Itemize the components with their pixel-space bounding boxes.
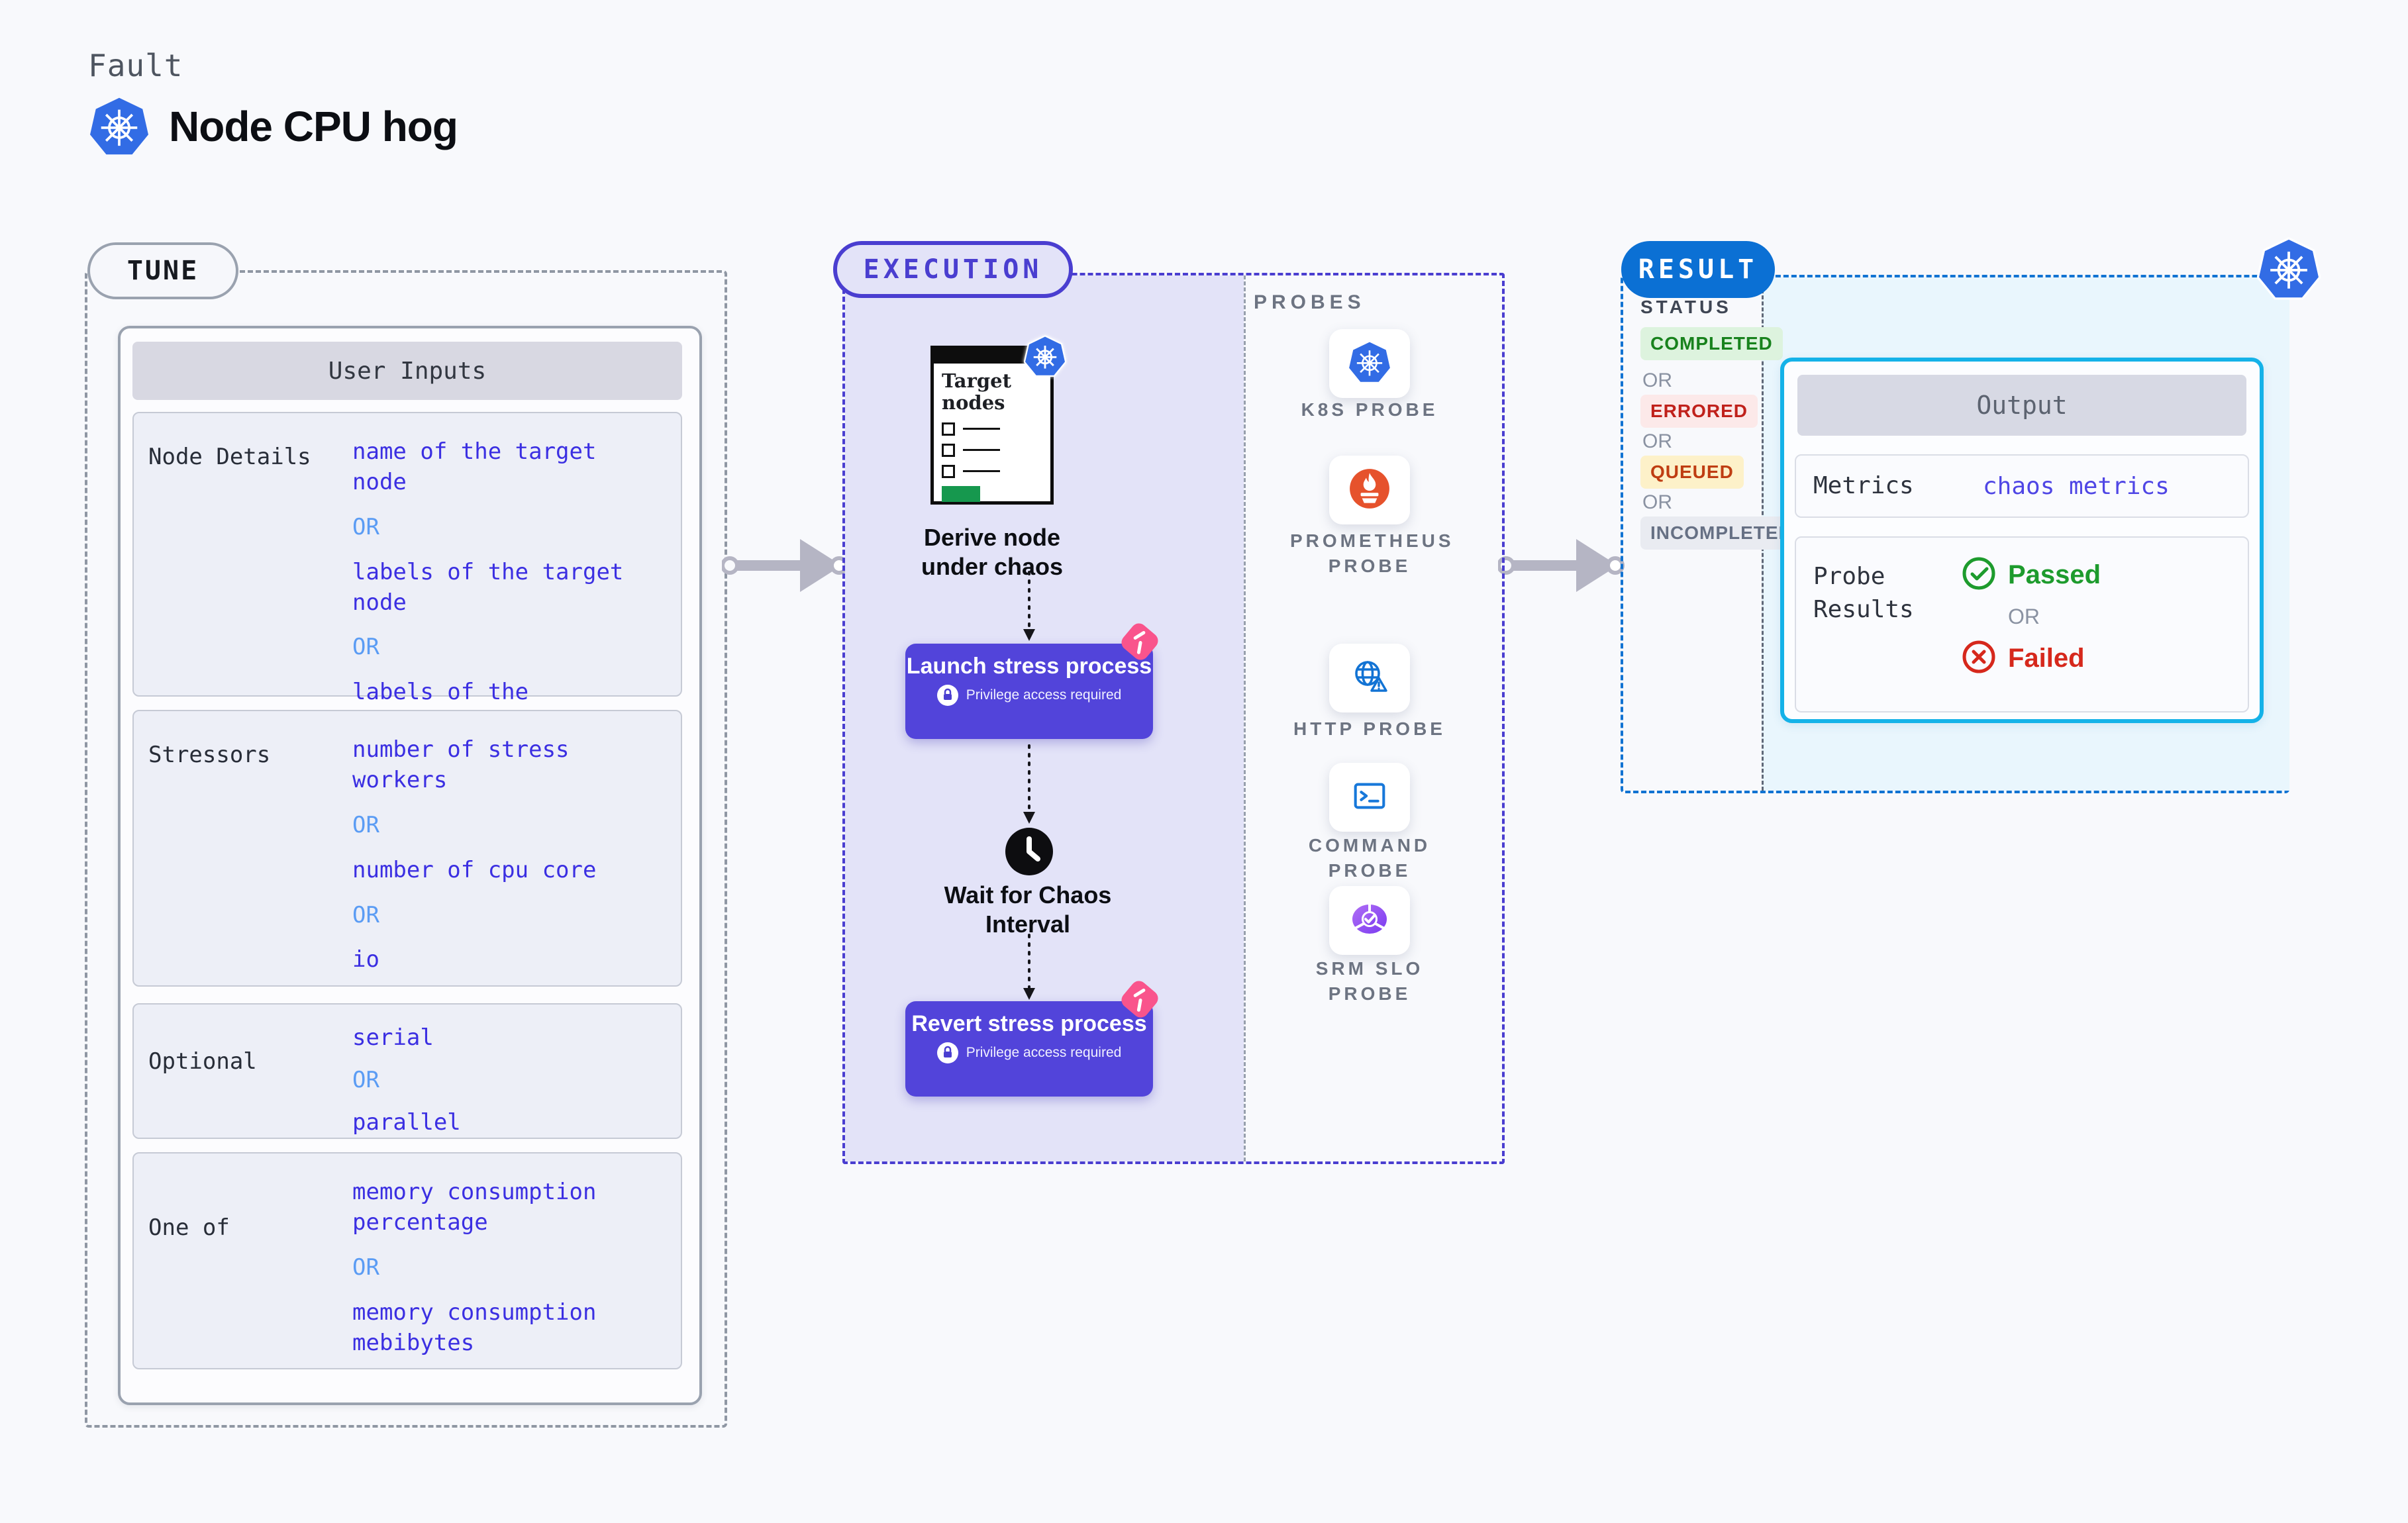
row-value: number of stress workers: [352, 736, 570, 793]
row-label: Optional: [148, 1048, 257, 1075]
execution-badge: EXECUTION: [833, 241, 1073, 298]
selected-node-bar: [942, 485, 980, 502]
tune-row-stressors: Stressors number of stress workers OR nu…: [132, 710, 682, 987]
failed-label: Failed: [2008, 644, 2085, 673]
user-inputs-title: User Inputs: [132, 342, 682, 400]
status-badge-errored: ERRORED: [1640, 395, 1758, 428]
output-card: Output Metrics chaos metrics Probe Resul…: [1780, 358, 2264, 723]
metrics-row: Metrics chaos metrics: [1795, 454, 2249, 518]
row-value: parallel: [352, 1108, 461, 1136]
metrics-value-link[interactable]: chaos metrics: [1983, 472, 2170, 500]
launch-stress-process-step: Launch stress process Privilege access r…: [905, 644, 1153, 739]
clock-icon: [1004, 826, 1054, 880]
probe-label: PROMETHEUS PROBE: [1290, 530, 1454, 576]
or-label: OR: [1642, 430, 1672, 452]
srm-slo-icon: [1348, 898, 1391, 944]
target-nodes-title: Target nodes: [942, 369, 1011, 415]
wait-chaos-interval-label: Wait for Chaos Interval: [944, 881, 1112, 938]
node-list-item: [942, 422, 1042, 436]
or-label: OR: [352, 1253, 379, 1281]
tune-row-optional: Optional serial OR parallel: [132, 1003, 682, 1139]
flow-arrow-down: [1023, 571, 1035, 641]
passed-label: Passed: [2008, 560, 2101, 589]
or-label: OR: [1642, 491, 1672, 513]
srm-slo-probe-card: [1329, 886, 1410, 955]
probe-results-label: Probe Results: [1813, 563, 1914, 624]
terminal-icon: [1349, 775, 1390, 820]
revert-stress-process-step: Revert stress process Privilege access r…: [905, 1001, 1153, 1097]
page-title: Node CPU hog: [169, 103, 458, 150]
metrics-label: Metrics: [1813, 471, 1914, 499]
tune-section: [85, 270, 727, 1428]
tune-row-one-of: One of memory consumption percentage OR …: [132, 1152, 682, 1369]
step-title: Launch stress process: [906, 654, 1152, 679]
row-value: memory consumption mebibytes: [352, 1299, 597, 1356]
lock-icon: [936, 685, 958, 707]
probe-result-failed: Failed: [1962, 640, 2101, 677]
status-title: STATUS: [1640, 297, 1732, 317]
check-circle-icon: [1962, 556, 1996, 594]
row-label: Stressors: [148, 742, 271, 768]
tune-badge: TUNE: [87, 242, 238, 299]
tune-to-execution-arrow: [722, 539, 848, 592]
or-label: OR: [352, 513, 379, 540]
step-title: Revert stress process: [911, 1011, 1147, 1036]
output-title: Output: [1797, 375, 2246, 436]
probe-label: SRM SLO PROBE: [1315, 958, 1424, 1004]
prometheus-icon: [1348, 467, 1391, 514]
probe-result-passed: Passed: [1962, 556, 2101, 594]
tune-row-node-details: Node Details name of the target node OR …: [132, 412, 682, 766]
flow-arrow-down: [1023, 934, 1035, 1000]
row-value: number of cpu core: [352, 856, 597, 883]
kubernetes-icon: [88, 94, 150, 159]
flow-arrow-down: [1023, 744, 1035, 824]
http-probe-card: [1329, 644, 1410, 712]
or-label: OR: [1642, 369, 1672, 391]
node-list-item: [942, 464, 1042, 478]
probe-results-row: Probe Results Passed OR: [1795, 536, 2249, 712]
or-label: OR: [352, 634, 379, 661]
command-probe-card: [1329, 763, 1410, 832]
derive-node-step-label: Derive node under chaos: [921, 524, 1064, 580]
status-badge-queued: QUEUED: [1640, 456, 1744, 489]
probe-label: K8S PROBE: [1301, 399, 1438, 420]
status-badge-incompleted: INCOMPLETED: [1640, 516, 1803, 550]
probes-title: PROBES: [1254, 291, 1366, 313]
page-header: Node CPU hog: [88, 94, 458, 159]
lock-icon: [936, 1042, 958, 1064]
probes-to-result-arrow: [1498, 539, 1625, 592]
result-badge: RESULT: [1621, 241, 1775, 298]
prometheus-probe-card: [1329, 456, 1410, 524]
execution-probes-divider: [1244, 275, 1246, 1161]
fault-eyebrow: Fault: [88, 48, 183, 83]
or-label: OR: [352, 901, 379, 928]
kubernetes-icon: [2256, 237, 2321, 304]
http-globe-icon: [1348, 656, 1391, 701]
kubernetes-icon: [1348, 340, 1391, 387]
row-label: One of: [148, 1214, 230, 1241]
node-list-item: [942, 443, 1042, 457]
or-label: OR: [2008, 605, 2040, 628]
row-value: io: [352, 946, 379, 973]
status-badge-completed: COMPLETED: [1640, 327, 1783, 360]
row-value: memory consumption percentage: [352, 1179, 597, 1236]
privilege-note: Privilege access required: [966, 1045, 1122, 1061]
card-titlebar: [934, 349, 1050, 364]
row-value: name of the target node: [352, 438, 597, 495]
probe-label: COMMAND PROBE: [1308, 835, 1431, 881]
row-value: serial: [352, 1024, 434, 1051]
probe-label: HTTP PROBE: [1293, 718, 1446, 739]
kubernetes-icon: [1023, 335, 1067, 381]
row-value: labels of the target node: [352, 558, 624, 616]
privilege-note: Privilege access required: [966, 687, 1122, 703]
or-label: OR: [352, 1066, 379, 1093]
or-label: OR: [352, 811, 379, 838]
row-label: Node Details: [148, 444, 311, 470]
x-circle-icon: [1962, 640, 1996, 677]
k8s-probe-card: [1329, 329, 1410, 398]
